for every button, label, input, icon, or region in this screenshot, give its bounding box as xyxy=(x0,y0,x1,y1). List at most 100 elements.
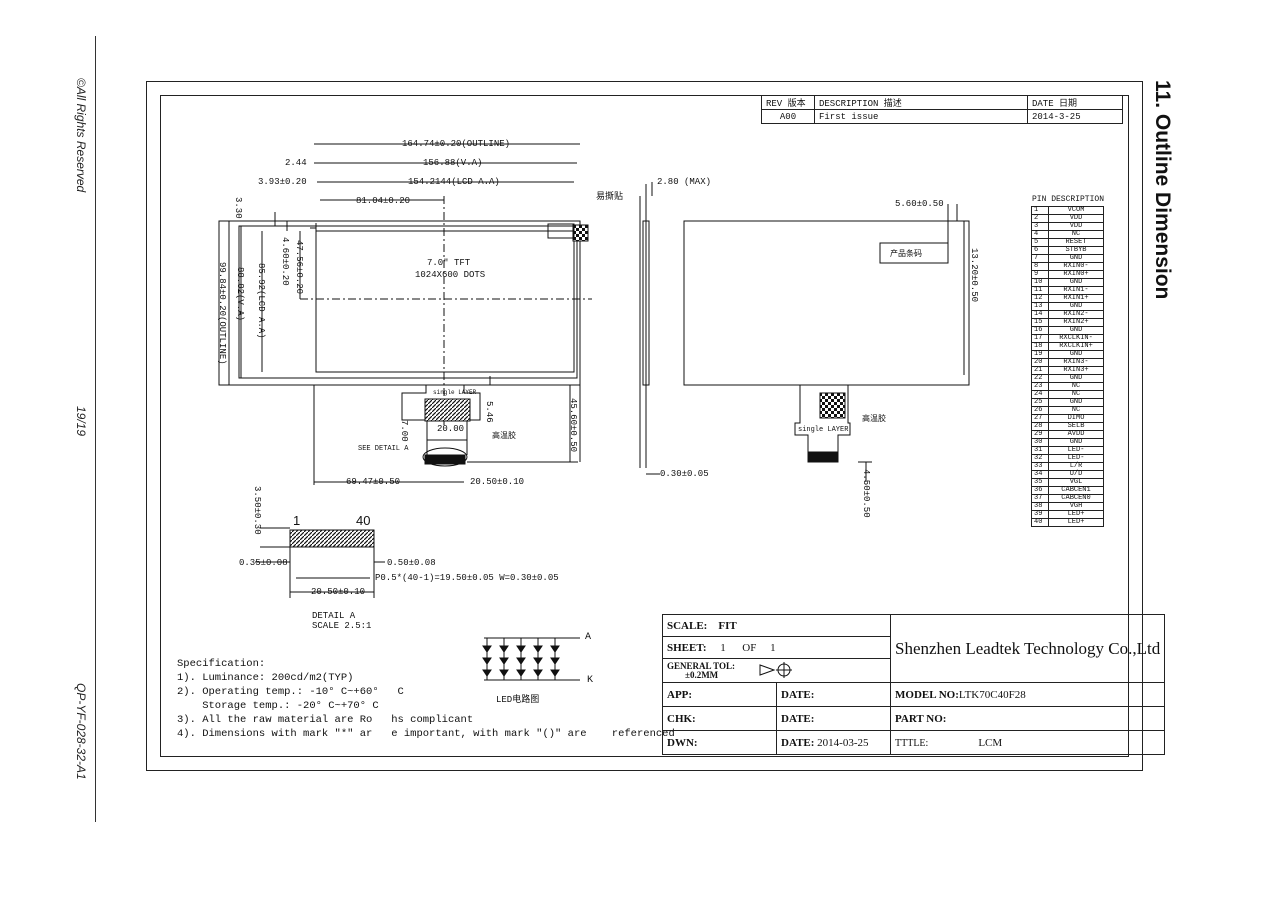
title-block: SCALE: FIT Shenzhen Leadtek Technology C… xyxy=(662,614,1166,755)
front-glue-label: 高温胶 xyxy=(492,432,516,441)
spec-line-4: 3). All the raw material are Ro hs compl… xyxy=(177,714,474,726)
side-thickness-label: 2.80 (MAX) xyxy=(657,177,712,187)
barcode-label: 产品条码 xyxy=(890,250,922,259)
tft-size-label: 7.0" TFT xyxy=(427,258,471,268)
front-aa xyxy=(315,230,575,373)
detail-scale: SCALE 2.5:1 xyxy=(312,621,372,631)
dim-1320-label: 13.20±0.50 xyxy=(969,248,979,303)
scale-value: FIT xyxy=(718,619,737,632)
pin-description-title: PIN DESCRIPTION xyxy=(1032,195,1105,204)
back-glue-label: 高温胶 xyxy=(862,415,886,424)
detail-pin-start: 1 xyxy=(293,513,301,528)
sheet-value: 1 xyxy=(720,641,726,654)
front-outline xyxy=(218,220,581,386)
detail-pin-end: 40 xyxy=(356,513,371,528)
outline-width-label: 164.74±0.20(OUTLINE) xyxy=(402,139,511,149)
chk-date-label: DATE: xyxy=(776,706,891,731)
dim-6947-label: 69.47±0.50 xyxy=(346,477,401,487)
company-name: Shenzhen Leadtek Technology Co.,Ltd xyxy=(889,614,1166,683)
app-date-label: DATE: xyxy=(776,682,891,707)
led-circuit-caption: LED电路图 xyxy=(496,695,540,705)
tol-label: GENERAL TOL: xyxy=(667,660,735,671)
lcd-aa-width-label: 154.2144(LCD A.A) xyxy=(408,177,500,187)
spec-title: Specification: xyxy=(177,658,266,670)
tol-value: ±0.2MM xyxy=(685,669,719,680)
front-va xyxy=(238,225,578,379)
led-diode xyxy=(533,657,543,665)
dwn-value xyxy=(700,737,703,749)
title-value: LCM xyxy=(978,736,1003,749)
led-diode xyxy=(533,669,543,677)
led-diode xyxy=(499,657,509,665)
pitch-label: P0.5*(40-1)=19.50±0.05 W=0.30±0.05 xyxy=(375,573,559,583)
lcd-aa-height-label: 85.92(LCD A.A) xyxy=(256,263,266,339)
spec-line-3: Storage temp.: -20° C~+70° C xyxy=(177,700,379,712)
sheet-total: 1 xyxy=(770,641,776,654)
revision-table: REV 版本 DESCRIPTION 描述 DATE 日期 A00 First … xyxy=(761,95,1123,124)
margin-line xyxy=(95,36,96,822)
side-030-label: 0.30±0.05 xyxy=(660,469,709,479)
dim-460-label: 4.60±0.20 xyxy=(280,237,290,286)
outline-height-label: 99.84±0.20(OUTLINE) xyxy=(217,262,227,365)
dim-700-label: 7.00 xyxy=(399,420,409,442)
sheet-label: SHEET: xyxy=(667,641,707,654)
description-value: First issue xyxy=(814,109,1028,124)
dim-4560-label: 45.60±0.50 xyxy=(568,398,578,453)
front-layer-label: single LAYER xyxy=(433,389,477,396)
drawing-inner-frame xyxy=(160,95,1129,757)
title-label: TTTLE: xyxy=(895,737,929,749)
drawing-outer-frame xyxy=(146,81,1143,771)
dim-035-label: 0.35±0.08 xyxy=(239,558,288,568)
dim-546-label: 5.46 xyxy=(484,401,494,423)
dim-350-label: 3.50±0.30 xyxy=(252,486,262,535)
chk-label: CHK: xyxy=(662,706,777,731)
date-value: 2014-3-25 xyxy=(1027,109,1123,124)
led-diode xyxy=(516,645,526,653)
dwn-date-value: 2014-03-25 xyxy=(817,736,869,749)
detail-width-label: 20.50±0.10 xyxy=(311,587,366,597)
dwn-date-label: DATE: xyxy=(781,736,815,749)
dim-4756-label: 47.56±0.20 xyxy=(294,240,304,295)
va-width-label: 156.88(V.A) xyxy=(423,158,483,168)
led-diode xyxy=(482,645,492,653)
led-diode xyxy=(499,669,509,677)
dim-8104-label: 81.04±0.20 xyxy=(356,196,411,206)
dwn-label: DWN: xyxy=(667,736,698,749)
dim-244-label: 2.44 xyxy=(285,158,307,168)
part-label: PART NO: xyxy=(889,706,1166,731)
pin-signal: LED+ xyxy=(1048,518,1104,527)
see-detail-label: SEE DETAIL A xyxy=(358,445,409,453)
tft-resolution-label: 1024X600 DOTS xyxy=(415,270,486,280)
back-outline xyxy=(683,220,970,386)
dim-450-label: 4.50±0.50 xyxy=(861,469,871,518)
led-diode xyxy=(550,669,560,677)
spec-line-2: 2). Operating temp.: -10° C~+60° C xyxy=(177,686,404,698)
led-diode xyxy=(499,645,509,653)
led-diode xyxy=(516,657,526,665)
scale-label: SCALE: xyxy=(667,619,708,632)
detail-title: DETAIL A xyxy=(312,611,356,621)
easy-tear-label: 易撕贴 xyxy=(596,192,624,202)
led-diode xyxy=(516,669,526,677)
dim-2050-label: 20.50±0.10 xyxy=(470,477,525,487)
sheet-of: OF xyxy=(742,641,757,654)
specification-block: Specification: 1). Luminance: 200cd/m2(TY… xyxy=(177,657,675,741)
led-diode xyxy=(533,645,543,653)
led-diode xyxy=(550,657,560,665)
dim-050-label: 0.50±0.08 xyxy=(387,558,436,568)
model-label: MODEL NO: xyxy=(895,688,959,701)
dim-393-label: 3.93±0.20 xyxy=(258,177,307,187)
dim-330-label: 3.30 xyxy=(233,197,243,219)
spec-line-1: 1). Luminance: 200cd/m2(TYP) xyxy=(177,672,354,684)
led-anode-label: A xyxy=(585,632,592,643)
va-height-label: 88.82(V.A) xyxy=(235,267,245,322)
model-value: LTK70C40F28 xyxy=(958,688,1026,701)
back-layer-label: single LAYER xyxy=(798,426,849,434)
dim-560-label: 5.60±0.50 xyxy=(895,199,944,209)
app-label: APP: xyxy=(662,682,777,707)
fpc-width-label: 20.00 xyxy=(437,424,465,434)
spec-line-5: 4). Dimensions with mark "*" ar e import… xyxy=(177,728,675,740)
